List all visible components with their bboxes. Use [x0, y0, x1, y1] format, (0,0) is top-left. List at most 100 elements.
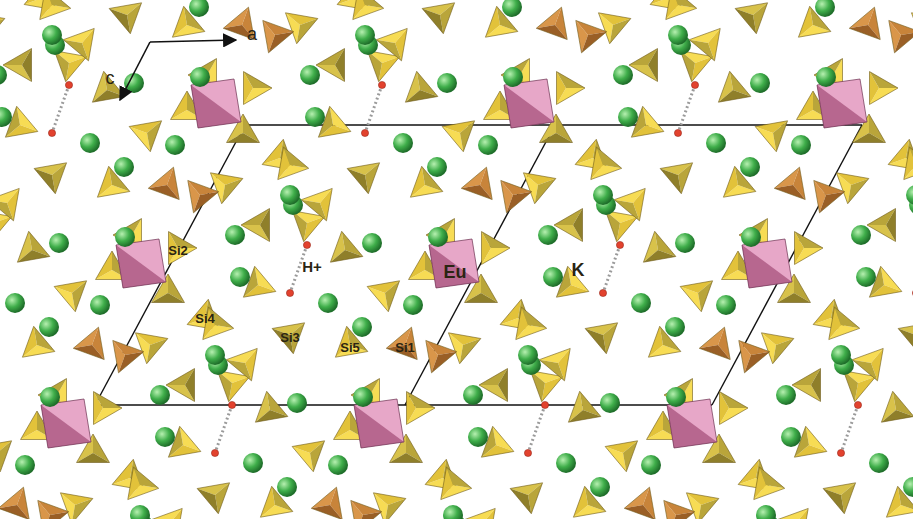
si-tetrahedron — [129, 121, 161, 152]
k-atom — [437, 73, 457, 93]
hydrogen-bond — [524, 401, 548, 456]
k-atom — [403, 295, 423, 315]
si-tetrahedron — [739, 340, 770, 372]
k-atom — [90, 295, 110, 315]
si-tetrahedron — [516, 307, 547, 339]
si-tetrahedron — [40, 0, 71, 20]
k-atom — [869, 453, 889, 473]
k-atom — [502, 0, 522, 17]
si-tetrahedron — [461, 167, 492, 199]
si-tetrahedron — [904, 147, 913, 179]
si-tetrahedron — [448, 333, 480, 364]
k-atom — [328, 455, 348, 475]
si-tetrahedron — [442, 121, 474, 152]
unit-cell — [95, 125, 862, 405]
k-atom — [518, 345, 538, 365]
axis-arrows — [120, 40, 236, 100]
si-tetrahedron — [836, 173, 868, 204]
k-atom — [468, 427, 488, 447]
hydrogen-bond — [361, 81, 385, 136]
si-tetrahedron — [699, 327, 730, 359]
k-atom — [543, 267, 563, 287]
axis-label: a — [247, 25, 257, 43]
si-tetrahedron — [689, 28, 720, 60]
si-tetrahedron — [501, 180, 532, 212]
k-atom — [189, 0, 209, 17]
k-atom — [355, 25, 375, 45]
si-tetrahedron — [109, 3, 141, 34]
si-tetrahedron — [889, 20, 913, 52]
si-tetrahedron — [73, 327, 104, 359]
si-tetrahedron — [386, 327, 417, 359]
si-tetrahedron — [244, 72, 273, 105]
structure-motif — [641, 307, 913, 519]
structure-motif — [15, 307, 366, 519]
si-tetrahedron — [151, 508, 182, 519]
si-tetrahedron — [278, 147, 309, 179]
k-atom — [277, 477, 297, 497]
si-tetrahedron — [870, 72, 899, 105]
k-atom — [427, 157, 447, 177]
si-tetrahedron — [795, 232, 824, 265]
k-atom — [503, 67, 523, 87]
k-atom — [393, 133, 413, 153]
k-atom — [903, 477, 913, 497]
si-tetrahedron — [169, 232, 198, 265]
si-tetrahedron — [510, 483, 542, 514]
k-atom — [856, 267, 876, 287]
k-atom — [791, 135, 811, 155]
k-atom — [124, 73, 144, 93]
k-atom — [80, 133, 100, 153]
si-tetrahedron — [426, 340, 457, 372]
si-tetrahedron — [441, 467, 472, 499]
k-atom — [776, 385, 796, 405]
si-tetrahedron — [718, 71, 750, 102]
k-atom — [641, 455, 661, 475]
si-tetrahedron — [0, 13, 5, 44]
k-atom — [0, 107, 12, 127]
si-tetrahedron — [660, 163, 692, 194]
k-atom — [428, 227, 448, 247]
k-atom — [816, 67, 836, 87]
si-tetrahedron — [241, 209, 270, 242]
k-atom — [741, 227, 761, 247]
structure-motif — [0, 0, 203, 251]
si-tetrahedron — [373, 493, 405, 519]
site-label: Si5 — [340, 341, 360, 354]
hydrogen-bond — [912, 241, 913, 296]
si-tetrahedron — [605, 441, 637, 472]
k-atom — [538, 225, 558, 245]
si-tetrahedron — [523, 173, 555, 204]
k-atom — [300, 65, 320, 85]
k-atom — [600, 393, 620, 413]
k-atom — [39, 317, 59, 337]
si-tetrahedron — [735, 3, 767, 34]
k-atom — [631, 293, 651, 313]
k-atom — [115, 227, 135, 247]
si-tetrahedron — [197, 483, 229, 514]
si-tetrahedron — [680, 281, 712, 312]
structure-motif — [879, 467, 913, 519]
k-atom — [668, 25, 688, 45]
k-atom — [815, 0, 835, 17]
k-atom — [190, 67, 210, 87]
k-atom — [463, 385, 483, 405]
si-tetrahedron — [624, 487, 655, 519]
structure-motif — [478, 0, 829, 251]
k-atom — [230, 267, 250, 287]
si-tetrahedron — [664, 500, 695, 519]
site-label: Si2 — [168, 244, 188, 257]
si-tetrahedron — [464, 508, 495, 519]
k-atom — [15, 455, 35, 475]
si-tetrahedron — [557, 72, 586, 105]
si-tetrahedron — [911, 13, 913, 44]
si-tetrahedron — [554, 209, 583, 242]
si-tetrahedron — [148, 167, 179, 199]
si-tetrahedron — [823, 483, 855, 514]
si-tetrahedron — [128, 467, 159, 499]
si-tetrahedron — [536, 7, 567, 39]
si-tetrahedron — [792, 369, 821, 402]
k-atom — [781, 427, 801, 447]
structure-motif — [403, 147, 754, 411]
